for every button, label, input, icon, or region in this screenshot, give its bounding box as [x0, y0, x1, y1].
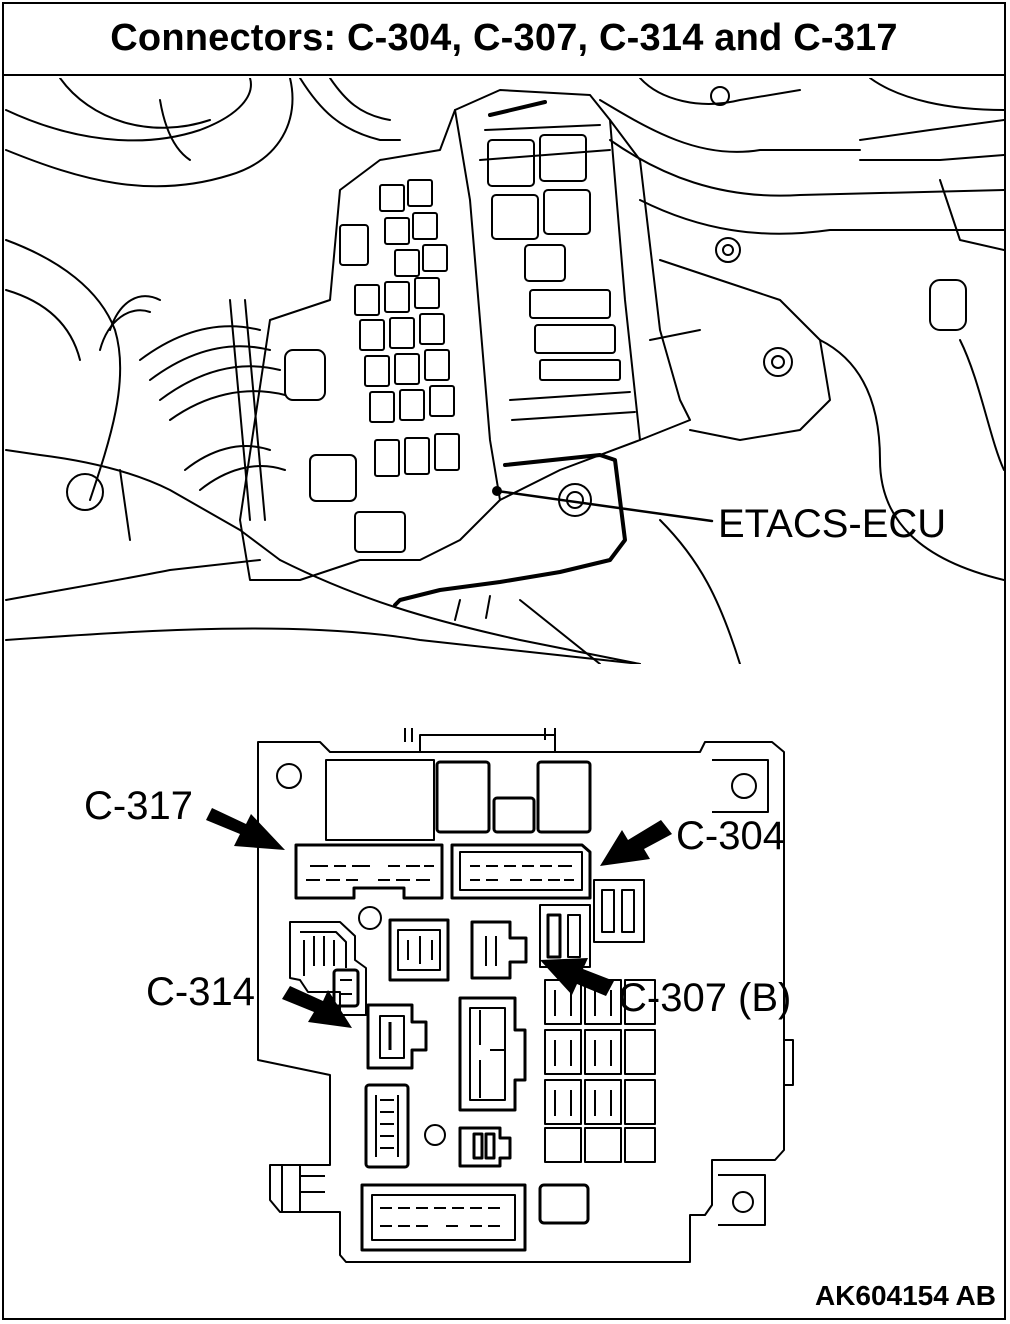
c304-label: C-304 [676, 814, 785, 858]
c314-label: C-314 [146, 970, 255, 1014]
connector-c317-shape [294, 843, 444, 900]
vehicle-installation-view [5, 78, 1004, 664]
c317-arrow-icon [206, 808, 285, 850]
diagram-title: Connectors: C-304, C-307, C-314 and C-31… [110, 16, 898, 59]
c314-arrow-icon [282, 986, 352, 1028]
c304-arrow-icon [600, 820, 672, 866]
connector-c307b-shape [366, 1003, 428, 1070]
etacs-ecu-face-view [257, 728, 794, 1263]
connector-c314-shape [289, 921, 367, 1016]
etacs-ecu-label: ETACS-ECU [718, 502, 947, 546]
title-bar: Connectors: C-304, C-307, C-314 and C-31… [2, 2, 1006, 76]
c307b-label: C-307 (B) [618, 976, 792, 1020]
callout-arrows [206, 808, 672, 1028]
connector-c304-pins [470, 865, 574, 881]
connector-c317-pins [306, 865, 434, 881]
c317-label: C-317 [84, 784, 193, 828]
fuse-grid [284, 179, 460, 553]
connector-c304-shape [450, 843, 592, 900]
figure-id: AK604154 AB [814, 1280, 996, 1311]
c307b-arrow-icon [540, 958, 614, 996]
